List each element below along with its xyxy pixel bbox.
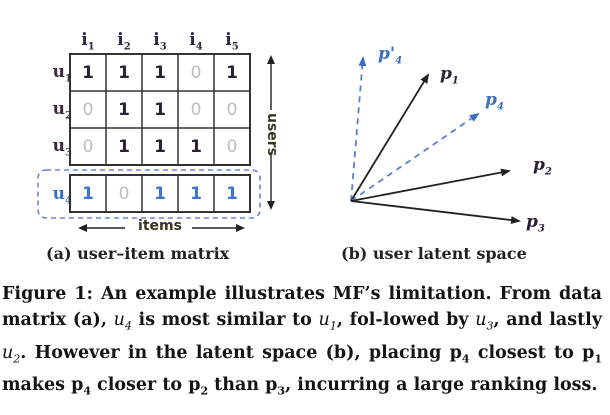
- items-axis-label: items: [138, 218, 182, 234]
- row-header-u1: u1: [52, 62, 72, 85]
- col-header-i2: i2: [117, 30, 131, 53]
- row-header-u2: u2: [52, 99, 72, 122]
- subcaption-a: (a) user–item matrix: [46, 244, 230, 263]
- label-p2: p2: [533, 155, 552, 178]
- vector-p3: [350, 200, 521, 225]
- cell-u4-i4: 1: [190, 184, 202, 204]
- label-p4-prime: p'4: [378, 44, 403, 67]
- cell-u2-i4: 0: [190, 100, 202, 120]
- col-header-i5: i5: [225, 30, 239, 53]
- label-p1: p1: [440, 64, 459, 87]
- cell-u3-i3: 1: [154, 137, 166, 157]
- latent-vectors: [350, 56, 521, 225]
- vector-p2: [350, 168, 511, 202]
- col-header-i3: i3: [153, 30, 167, 53]
- cell-u2-i3: 1: [154, 100, 166, 120]
- label-p4: p4: [485, 90, 504, 113]
- cell-u4-i2: 0: [118, 184, 130, 204]
- cell-u3-i1: 0: [82, 137, 94, 157]
- vector-p4-prime: [350, 56, 367, 202]
- cell-u2-i2: 1: [118, 100, 130, 120]
- cell-u1-i2: 1: [118, 63, 130, 83]
- cell-u1-i3: 1: [154, 63, 166, 83]
- cell-u4-i3: 1: [154, 184, 166, 204]
- row-header-u4: u4: [52, 184, 72, 207]
- cell-u1-i4: 0: [190, 63, 202, 83]
- cell-u3-i5: 0: [226, 137, 238, 157]
- cell-u4-i1: 1: [82, 184, 94, 204]
- cell-u4-i5: 1: [226, 184, 238, 204]
- vector-p1: [350, 73, 430, 202]
- row-header-u3: u3: [52, 136, 72, 159]
- cell-u1-i5: 1: [226, 63, 238, 83]
- label-p3: p3: [526, 212, 545, 235]
- cell-u1-i1: 1: [82, 63, 94, 83]
- cell-u3-i2: 1: [118, 137, 130, 157]
- col-header-i4: i4: [189, 30, 203, 53]
- cell-u2-i1: 0: [82, 100, 94, 120]
- cell-u2-i5: 0: [226, 100, 238, 120]
- subcaption-b: (b) user latent space: [341, 244, 527, 263]
- figure-caption: Figure 1: An example illustrates MF’s li…: [2, 284, 602, 398]
- col-header-i1: i1: [81, 30, 95, 53]
- vector-p4: [350, 112, 480, 202]
- cell-u3-i4: 1: [190, 137, 202, 157]
- figure-label: Figure 1:: [2, 284, 93, 304]
- matrix-grid: [37, 53, 275, 232]
